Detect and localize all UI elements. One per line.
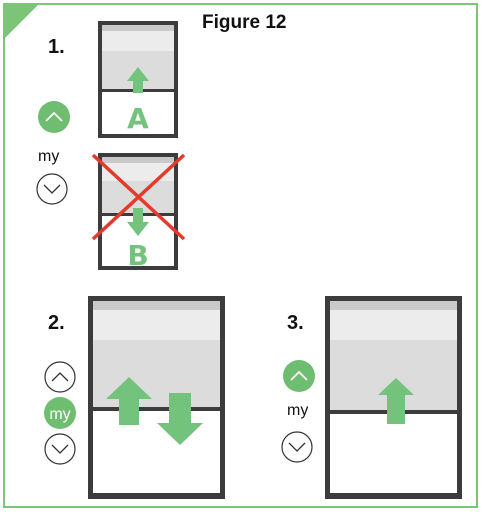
step-3-up-button-icon xyxy=(283,360,315,392)
step-3-label: 3. xyxy=(287,312,304,334)
corner-tab xyxy=(5,5,38,38)
step-1-down-arrow-icon xyxy=(127,208,149,236)
step-3-up-arrow-icon xyxy=(378,378,414,424)
step-2-down-button-icon xyxy=(44,433,76,465)
motion-label-a: A xyxy=(127,102,149,135)
step-1-up-button-icon xyxy=(38,101,70,133)
red-x-icon xyxy=(91,153,186,241)
step-1-shade-open xyxy=(98,21,178,138)
step-2-up-button-icon xyxy=(44,361,76,393)
step-1-my-label: my xyxy=(38,148,60,165)
step-3-my-label: my xyxy=(287,402,309,419)
step-2-label: 2. xyxy=(48,312,65,334)
step-2-down-arrow-icon xyxy=(157,393,203,445)
step-2-up-arrow-icon xyxy=(106,377,152,425)
step-2-my-label: my xyxy=(49,406,70,423)
step-3-down-button-icon xyxy=(281,431,313,463)
step-2-my-button-icon: my xyxy=(44,397,76,429)
step-1-label: 1. xyxy=(48,36,65,58)
motion-label-b: B xyxy=(127,239,148,272)
step-1-up-arrow-icon xyxy=(127,67,149,93)
figure-title: Figure 12 xyxy=(202,12,287,33)
step-1-down-button-icon xyxy=(36,173,68,205)
